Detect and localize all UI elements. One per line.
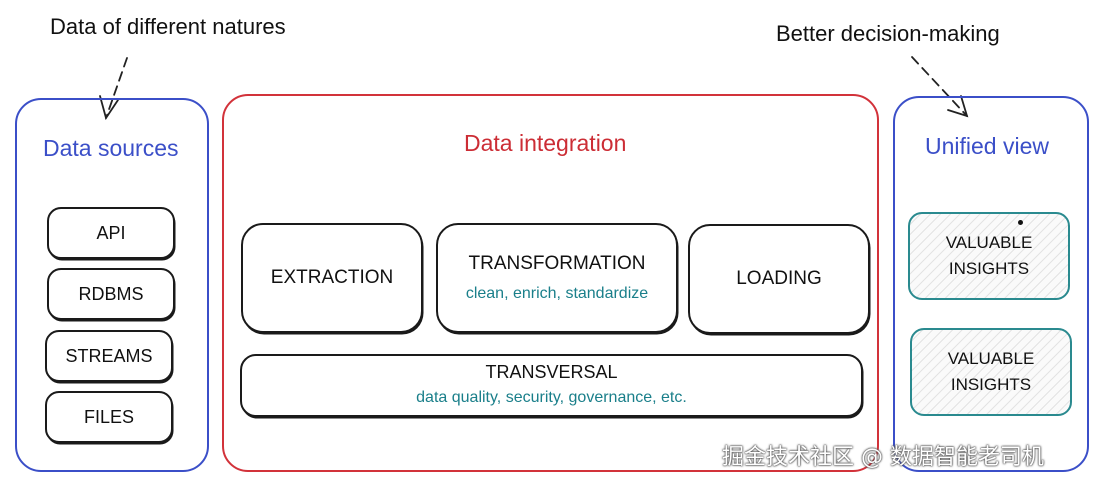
data-integration-panel bbox=[222, 94, 879, 472]
transformation-label: TRANSFORMATION bbox=[468, 253, 646, 274]
insight-1-line1: VALUABLE bbox=[945, 233, 1033, 252]
source-api: API bbox=[47, 207, 175, 259]
insight-2-line2: INSIGHTS bbox=[950, 375, 1032, 394]
data-sources-panel bbox=[15, 98, 209, 472]
extraction-label: EXTRACTION bbox=[270, 267, 394, 288]
source-api-label: API bbox=[96, 222, 126, 243]
data-sources-title: Data sources bbox=[43, 135, 179, 161]
transformation-box: TRANSFORMATION clean, enrich, standardiz… bbox=[436, 223, 678, 333]
insight-card-1: VALUABLE INSIGHTS bbox=[908, 212, 1070, 300]
insight-card-2: VALUABLE INSIGHTS bbox=[910, 328, 1072, 416]
loading-label: LOADING bbox=[736, 268, 822, 289]
extraction-box: EXTRACTION bbox=[241, 223, 423, 333]
source-files: FILES bbox=[45, 391, 173, 443]
source-rdbms: RDBMS bbox=[47, 268, 175, 320]
transformation-subtitle: clean, enrich, standardize bbox=[465, 285, 649, 302]
dot-mark bbox=[1018, 220, 1023, 225]
transversal-label: TRANSVERSAL bbox=[485, 362, 618, 382]
loading-box: LOADING bbox=[688, 224, 870, 334]
source-files-label: FILES bbox=[83, 406, 135, 427]
source-rdbms-label: RDBMS bbox=[78, 283, 144, 304]
arrow-to-sources bbox=[99, 57, 128, 121]
transversal-subtitle: data quality, security, governance, etc. bbox=[416, 389, 687, 406]
watermark: 掘金技术社区 @ 数据智能老司机 bbox=[722, 445, 1044, 470]
transversal-box: TRANSVERSAL data quality, security, gove… bbox=[240, 354, 863, 417]
annotation-data-natures: Data of different natures bbox=[50, 14, 286, 39]
data-integration-title: Data integration bbox=[464, 130, 627, 156]
unified-view-title: Unified view bbox=[925, 133, 1049, 159]
source-streams-label: STREAMS bbox=[65, 345, 153, 366]
insight-1-line2: INSIGHTS bbox=[948, 259, 1030, 278]
annotation-better-decision: Better decision-making bbox=[776, 21, 1000, 46]
source-streams: STREAMS bbox=[45, 330, 173, 382]
arrow-to-unified bbox=[911, 56, 969, 118]
unified-view-panel bbox=[893, 96, 1089, 472]
insight-2-line1: VALUABLE bbox=[947, 349, 1035, 368]
